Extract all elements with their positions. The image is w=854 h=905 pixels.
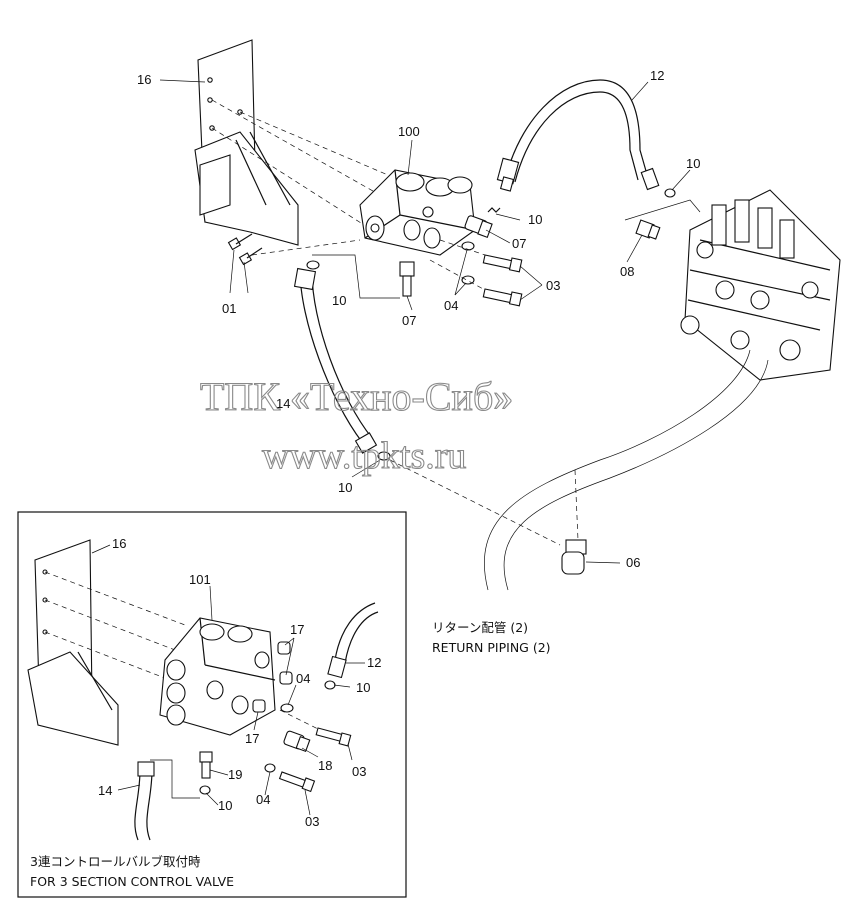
return-piping-japanese: リターン配管 (2): [432, 620, 528, 635]
inset-caption-japanese: 3連コントロールバルブ取付時: [30, 854, 201, 869]
callout-18: 18: [318, 758, 332, 773]
inset-hose-14: [134, 759, 200, 841]
callout-16: 16: [137, 72, 151, 87]
callout-08: 08: [620, 264, 634, 279]
straight-fitting-07: [399, 261, 415, 297]
callout-10-b: 10: [528, 212, 542, 227]
plugs-17: [252, 641, 293, 713]
inset-bracket-16: [27, 539, 119, 746]
elbow-fitting-07: [464, 215, 493, 238]
callout-14-inset: 14: [98, 783, 112, 798]
callout-10-f: 10: [218, 798, 232, 813]
o-ring-10-lower: [377, 451, 391, 461]
o-ring-10: [487, 207, 501, 213]
bracket-16: [194, 39, 299, 246]
alignment-lines: [211, 99, 396, 256]
inset-caption-english: FOR 3 SECTION CONTROL VALVE: [30, 874, 234, 889]
inset-frame: [17, 511, 407, 898]
o-ring-10-right: [664, 188, 676, 198]
callout-12: 12: [650, 68, 664, 83]
callout-101: 101: [189, 572, 211, 587]
inset-bolts-03: [278, 709, 352, 793]
inset-o-ring-10-lower: [199, 785, 211, 795]
inset-fitting-19: [199, 751, 213, 779]
valve-100: [359, 169, 476, 256]
callout-100: 100: [398, 124, 420, 139]
hose-12: [496, 79, 660, 192]
callout-03-b: 03: [352, 764, 366, 779]
return-piping-english: RETURN PIPING (2): [432, 640, 551, 655]
callout-01: 01: [222, 301, 236, 316]
callout-04-b: 04: [296, 671, 310, 686]
callout-14: 14: [276, 396, 290, 411]
callout-04-a: 04: [444, 298, 458, 313]
callout-16-inset: 16: [112, 536, 126, 551]
callout-10-d: 10: [338, 480, 352, 495]
callout-07-a: 07: [512, 236, 526, 251]
inset-washer-04: [280, 703, 294, 713]
callout-03-a: 03: [546, 278, 560, 293]
seal-leader: [312, 254, 400, 299]
watermark-url: www.tpkts.ru: [262, 435, 466, 477]
inset-o-ring-10: [324, 680, 336, 690]
valve-101: [159, 617, 276, 736]
watermark-company: ТПК «Техно-Сиб»: [200, 374, 513, 419]
callout-12-inset: 12: [367, 655, 381, 670]
callout-leaders: [91, 79, 691, 816]
callout-labels: 16 100 12 10 10 07 08 01 10 07 04 03 14 …: [98, 68, 700, 829]
callout-07-b: 07: [402, 313, 416, 328]
inset-alignment-lines: [44, 571, 186, 681]
callout-04-c: 04: [256, 792, 270, 807]
callout-10-a: 10: [686, 156, 700, 171]
fitting-08: [624, 199, 701, 240]
inset-washer-04-lower: [264, 763, 276, 773]
callout-10-c: 10: [332, 293, 346, 308]
main-control-valve: [680, 189, 841, 381]
hose-14: [293, 267, 378, 454]
inset-elbow-18: [283, 730, 311, 753]
o-ring-10-hose: [306, 260, 320, 270]
callout-17-a: 17: [290, 622, 304, 637]
bolts-01: [227, 233, 263, 266]
inset-hose-12: [327, 602, 379, 679]
callout-06: 06: [626, 555, 640, 570]
callout-10-e: 10: [356, 680, 370, 695]
return-pipe: [389, 349, 769, 591]
callout-17-b: 17: [245, 731, 259, 746]
callout-03-c: 03: [305, 814, 319, 829]
callout-19: 19: [228, 767, 242, 782]
